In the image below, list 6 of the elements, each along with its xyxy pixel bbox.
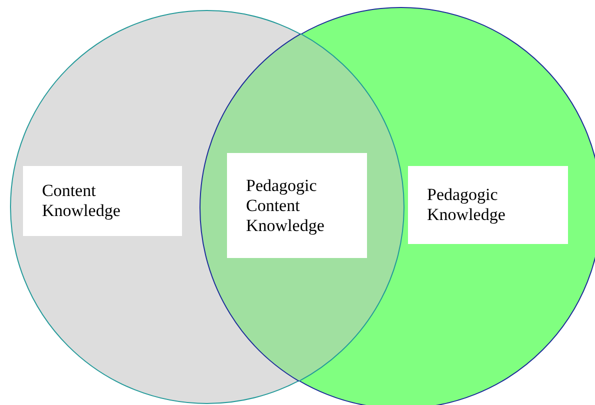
text-box <box>408 166 568 244</box>
text-box <box>23 166 182 236</box>
box-label: Pedagogic Content Knowledge <box>246 176 326 236</box>
text-box <box>227 153 367 258</box>
box-label: Pedagogic Knowledge <box>427 185 506 225</box>
box-label: Content Knowledge <box>42 181 122 221</box>
